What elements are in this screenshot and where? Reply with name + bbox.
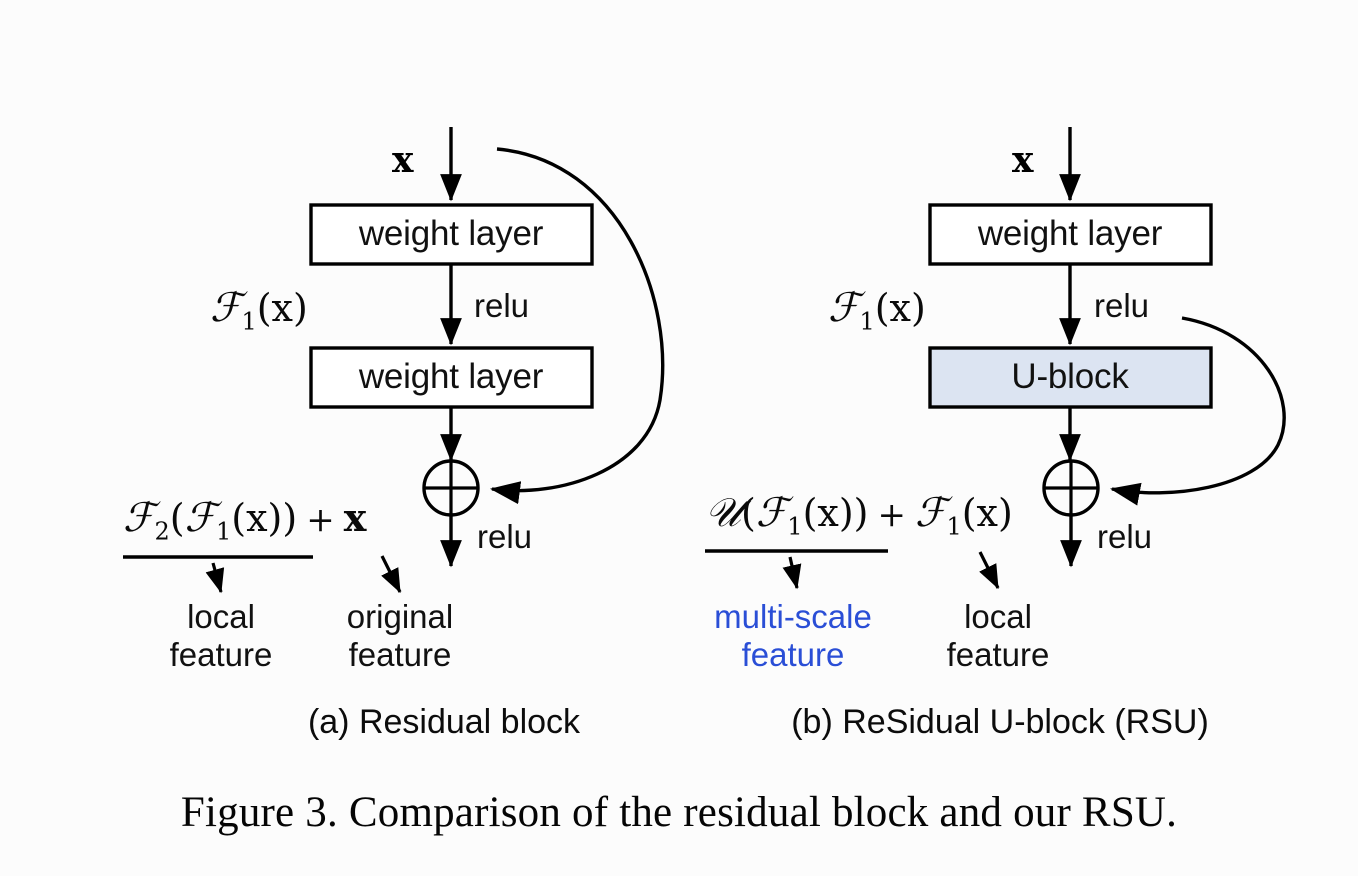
panel-b-multi-scale-feature-annotation: multi-scale feature xyxy=(714,598,872,674)
panel-a-local-feature-annotation: local feature xyxy=(170,598,273,674)
panel-b-relu-label-output: relu xyxy=(1097,518,1153,555)
cal-F-glyph: ℱ xyxy=(828,285,860,331)
subscript-1-right: 1 xyxy=(946,512,962,541)
left-term-pointer-arrow xyxy=(782,556,802,590)
inner-arg: (x) xyxy=(231,496,283,540)
rparen-outer: ) xyxy=(282,496,298,540)
panel-a-relu-label-output: relu xyxy=(477,518,533,555)
subscript-2: 2 xyxy=(154,517,170,546)
subscript-1: 1 xyxy=(859,307,875,336)
panel-b-local-feature-annotation: local feature xyxy=(947,598,1050,674)
panel-a-original-feature-annotation: original feature xyxy=(347,598,453,674)
panel-b-intermediate-expression: ℱ1(x) xyxy=(828,285,926,336)
cal-F-glyph-inner: ℱ xyxy=(184,495,217,541)
panel-b-ublock-label: U-block xyxy=(1011,357,1129,396)
weight-layer-2-box xyxy=(309,346,594,409)
subscript-1: 1 xyxy=(241,307,257,336)
annotation-line-2: feature xyxy=(169,636,273,673)
panel-b-graphics xyxy=(705,127,1286,590)
right-arg: (x) xyxy=(961,491,1013,535)
panel-a-output-expression: ℱ2(ℱ1(x))+x xyxy=(123,495,366,546)
weight-layer-1-box xyxy=(928,203,1213,266)
panel-b-subcaption: (b) ReSidual U-block (RSU) xyxy=(791,703,1209,741)
panel-b-input-label: x xyxy=(1012,139,1034,181)
cal-F-glyph-outer: ℱ xyxy=(123,495,155,541)
panel-a-weight-layer-2-label: weight layer xyxy=(358,357,544,396)
subscript-1-inner: 1 xyxy=(216,517,232,546)
intermediate-arg: (x) xyxy=(874,286,926,330)
skip-connection-curve xyxy=(1109,316,1286,506)
lparen-outer: ( xyxy=(169,496,185,540)
panel-a-graphics xyxy=(123,127,665,594)
inner-arg: (x) xyxy=(802,491,854,535)
subscript-1-inner: 1 xyxy=(787,512,803,541)
figure-caption: Figure 3. Comparison of the residual blo… xyxy=(180,789,1178,836)
panel-a-relu-label-mid: relu xyxy=(474,287,530,324)
lparen-outer: ( xyxy=(741,491,756,535)
panel-a-weight-layer-1-label: weight layer xyxy=(358,214,544,253)
bold-x-term: x xyxy=(343,495,367,540)
left-term-pointer-arrow xyxy=(205,562,225,594)
skip-connection-curve xyxy=(489,147,665,505)
annotation-line-2: feature xyxy=(741,636,845,673)
cal-U-glyph: 𝒰 xyxy=(705,490,741,536)
annotation-line-2: feature xyxy=(946,636,1050,673)
rparen-outer: ) xyxy=(853,491,869,535)
cal-F-glyph-inner: ℱ xyxy=(755,490,788,536)
intermediate-arg: (x) xyxy=(256,286,308,330)
right-term-pointer-arrow xyxy=(978,551,1000,590)
panel-a-input-label: x xyxy=(392,139,414,181)
cal-F-glyph-right: ℱ xyxy=(914,490,947,536)
panel-b-relu-label-mid: relu xyxy=(1094,287,1150,324)
panel-b-weight-layer-label: weight layer xyxy=(977,214,1163,253)
annotation-line-1: multi-scale xyxy=(714,598,872,635)
annotation-line-1: original xyxy=(346,598,454,635)
annotation-line-1: local xyxy=(187,598,255,635)
plus-operator: + xyxy=(877,495,906,535)
panel-a-subcaption: (a) Residual block xyxy=(307,703,581,741)
panel-b-output-expression: 𝒰(ℱ1(x))+ℱ1(x) xyxy=(705,490,1013,541)
right-term-pointer-arrow xyxy=(380,555,402,594)
plus-operator: + xyxy=(306,500,335,540)
u-block-box xyxy=(928,346,1213,409)
cal-F-glyph: ℱ xyxy=(210,285,242,331)
annotation-line-2: feature xyxy=(348,636,452,673)
panel-a-intermediate-expression: ℱ1(x) xyxy=(210,285,308,336)
annotation-line-1: local xyxy=(964,598,1032,635)
